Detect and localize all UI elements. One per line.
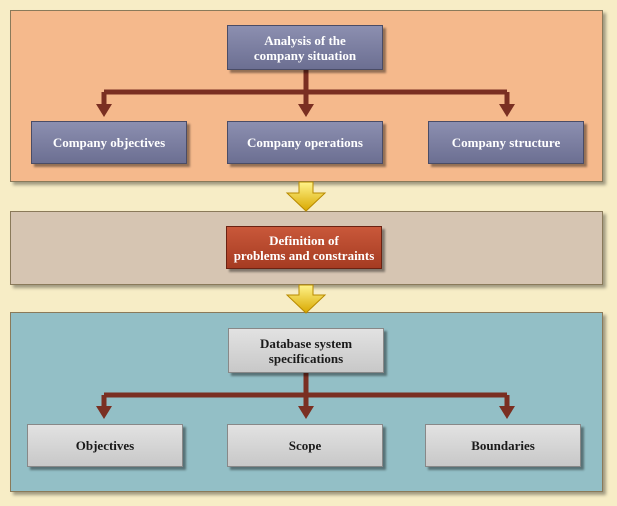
scope-label: Scope [288, 438, 322, 453]
specifications-box-line-1: Database system [259, 335, 353, 351]
arrowhead-objectives [96, 406, 112, 419]
boundaries-label: Boundaries [471, 438, 535, 453]
company-structure-box: Company structure [428, 121, 584, 164]
definition-box-line-2: problems and constraints [233, 247, 375, 263]
arrowhead-boundaries [499, 406, 515, 419]
objectives-label: Objectives [75, 438, 135, 453]
boundaries-box: Boundaries [425, 424, 581, 467]
top-tree-connectors [96, 70, 515, 117]
company-structure-label: Company structure [451, 135, 561, 150]
company-objectives-box: Company objectives [31, 121, 187, 164]
bottom-tree-connectors [96, 373, 515, 419]
company-operations-label: Company operations [247, 135, 363, 150]
arrowhead-company-structure [499, 104, 515, 117]
analysis-box-line-1: Analysis of the [264, 32, 346, 48]
analysis-box-line-2: company situation [253, 47, 357, 63]
definition-box-line-1: Definition of [269, 232, 339, 248]
company-operations-box: Company operations [227, 121, 383, 164]
specifications-box-line-2: specifications [268, 350, 344, 366]
arrowhead-company-objectives [96, 104, 112, 117]
flow-arrow-1 [285, 181, 327, 212]
arrowhead-scope [298, 406, 314, 419]
company-objectives-label: Company objectives [52, 135, 166, 150]
arrowhead-company-operations [298, 104, 314, 117]
flow-arrow-2 [285, 284, 327, 314]
scope-box: Scope [227, 424, 383, 467]
objectives-box: Objectives [27, 424, 183, 467]
